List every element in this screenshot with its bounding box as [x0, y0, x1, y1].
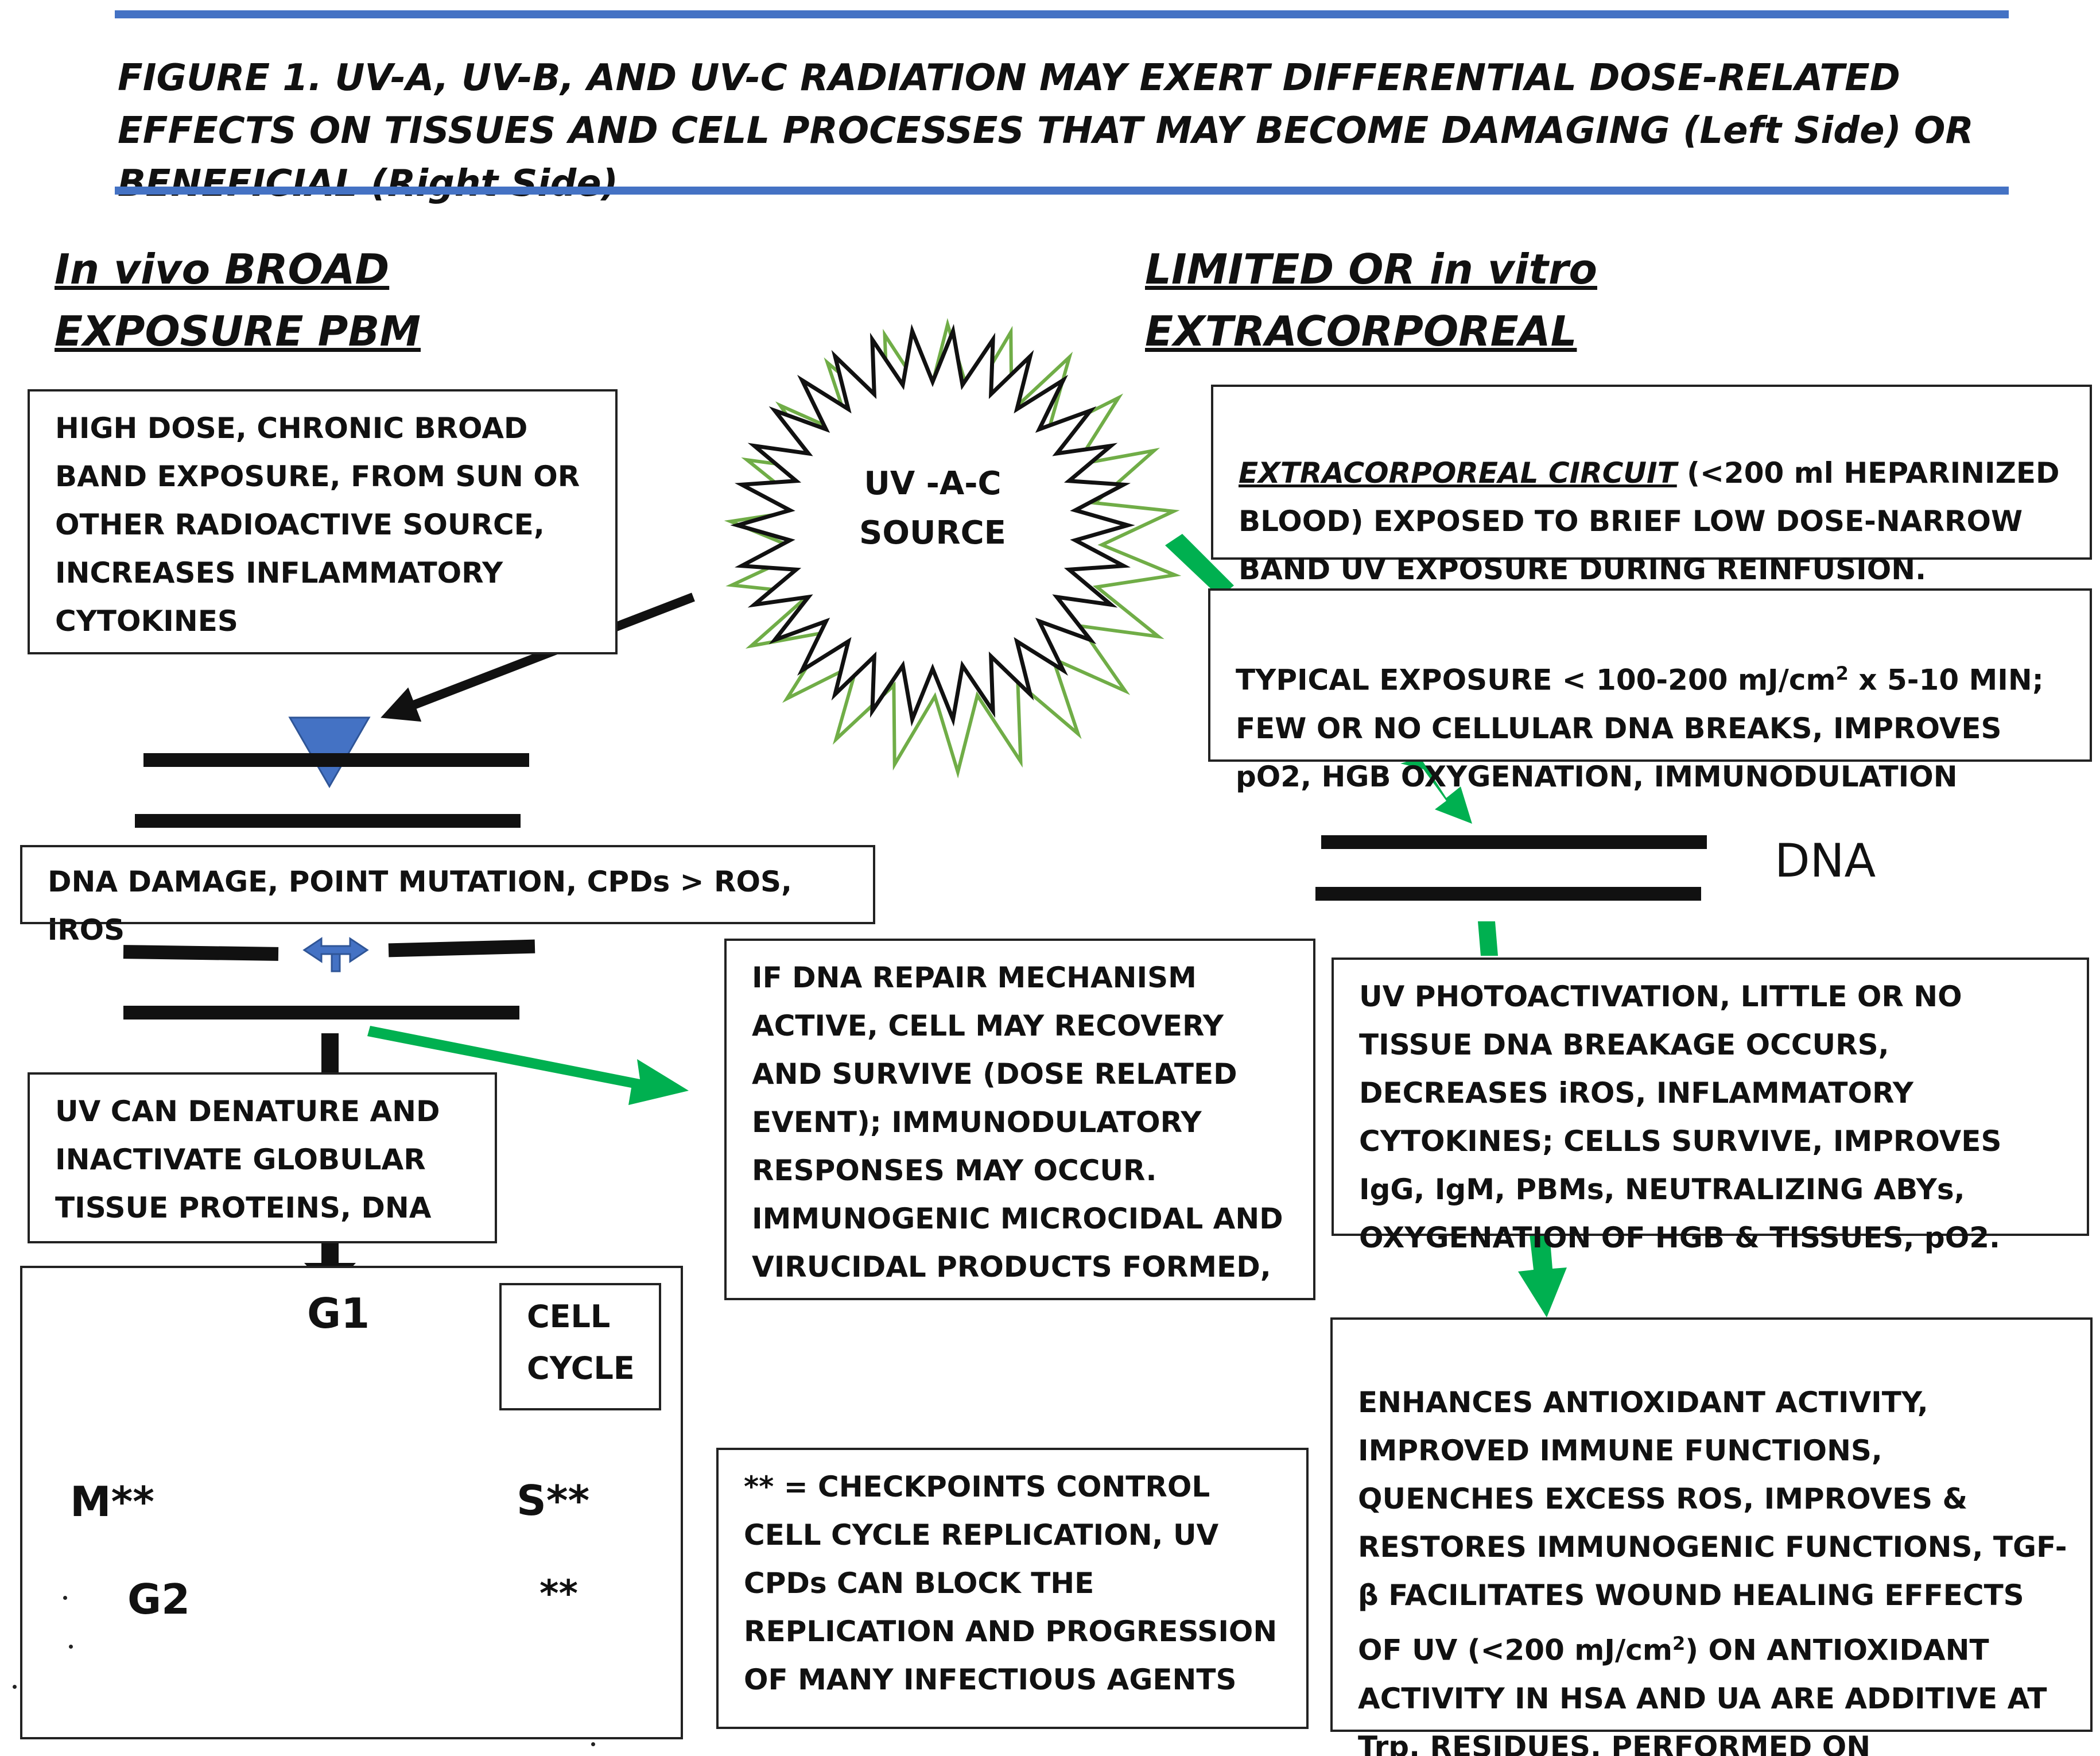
cell-cycle-title-box: CELL CYCLE [499, 1283, 661, 1410]
enhances-superscript: 2 [1672, 1633, 1686, 1654]
dna-strand-top-2 [135, 814, 521, 828]
checkpoint-star-label: ** [539, 1573, 578, 1615]
typical-text-b: x 5-10 MIN; FEW OR NO CELLULAR DNA BREAK… [1236, 663, 2044, 793]
exposure-arrow [381, 592, 695, 722]
break-arrow-icon [302, 937, 369, 972]
typical-to-dna-arrow [1400, 758, 1472, 824]
stray-dot [13, 1685, 17, 1689]
enhances-text-a: ENHANCES ANTIOXIDANT ACTIVITY, IMPROVED … [1358, 1386, 2067, 1667]
g1-label: G1 [307, 1289, 370, 1338]
extracorporeal-circuit-box: EXTRACORPOREAL CIRCUIT (<200 ml HEPARINI… [1211, 385, 2092, 586]
figure-title: FIGURE 1. UV-A, UV-B, AND UV-C RADIATION… [118, 57, 1974, 205]
right-heading: LIMITED OR in vitro EXTRACORPOREAL [1145, 245, 1597, 355]
stray-dot [63, 1596, 67, 1600]
dna-label: DNA [1775, 834, 1876, 887]
checkpoints-box: ** = CHECKPOINTS CONTROL CELL CYCLE REPL… [716, 1448, 1309, 1729]
typical-exposure-box: TYPICAL EXPOSURE < 100-200 mJ/cm2 x 5-10… [1208, 588, 2092, 793]
uv-source-burst-black [730, 324, 1135, 727]
right-dna-strand-top [1321, 835, 1707, 849]
left-heading: In vivo BROAD EXPOSURE PBM [55, 245, 421, 355]
s-label: S** [517, 1476, 590, 1525]
dna-damage-box: DNA DAMAGE, POINT MUTATION, CPDs > ROS, … [20, 845, 875, 947]
g2-label: G2 [127, 1575, 191, 1623]
damage-marker-icon [288, 716, 371, 789]
high-dose-box: HIGH DOSE, CHRONIC BROAD BAND EXPOSURE, … [28, 389, 618, 654]
dna-strand-top-1 [143, 753, 529, 767]
uv-source-label: UV -A-C SOURCE [859, 465, 1006, 552]
enhances-text-b: ) ON ANTIOXIDANT ACTIVITY IN HSA AND UA … [1358, 1633, 2047, 1756]
typical-text-a: TYPICAL EXPOSURE < 100-200 mJ/cm [1236, 663, 1836, 697]
typical-superscript: 2 [1835, 662, 1849, 684]
uv-source-burst-green [724, 317, 1182, 779]
circuit-lead-text: EXTRACORPOREAL CIRCUIT [1239, 456, 1677, 490]
title-bottom-rule [115, 187, 2009, 195]
repair-arrow [367, 1026, 689, 1105]
dna-to-photo-arrow [1478, 921, 1498, 956]
stray-dot [591, 1742, 595, 1746]
repair-box: IF DNA REPAIR MECHANISM ACTIVE, CELL MAY… [724, 939, 1315, 1300]
right-dna-strand-bottom [1315, 887, 1701, 901]
photoactivation-box: UV PHOTOACTIVATION, LITTLE OR NO TISSUE … [1332, 958, 2089, 1254]
stray-dot [69, 1645, 73, 1649]
title-top-rule [115, 10, 2009, 18]
m-label: M** [70, 1478, 154, 1526]
denature-box: UV CAN DENATURE AND INACTIVATE GLOBULAR … [28, 1072, 497, 1243]
green-arrows [367, 534, 1567, 1317]
circuit-rest-text: (<200 ml HEPARINIZED BLOOD) EXPOSED TO B… [1239, 456, 2060, 586]
enhances-box: ENHANCES ANTIOXIDANT ACTIVITY, IMPROVED … [1330, 1317, 2093, 1756]
source-to-circuit-arrow [1165, 534, 1234, 597]
dna-strand-bottom [123, 1006, 519, 1020]
photo-to-enhances-arrow [1518, 1234, 1567, 1317]
dna-broken-strand-left [123, 945, 279, 961]
